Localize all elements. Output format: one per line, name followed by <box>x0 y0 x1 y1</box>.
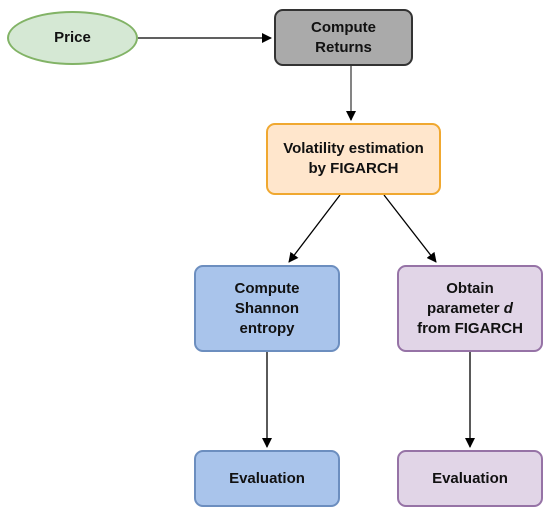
evaluation-right-node: Evaluation <box>397 450 543 507</box>
evaluation-left-label: Evaluation <box>229 469 305 487</box>
edge-volatility-to-shannon <box>288 194 341 263</box>
obtain-line2-prefix: parameter <box>427 299 504 317</box>
volatility-line1: Volatility estimation <box>283 140 424 157</box>
evaluation-left-node: Evaluation <box>194 450 340 507</box>
obtain-parameter-d-node: Obtain parameter d from FIGARCH <box>397 265 543 352</box>
price-label: Price <box>54 29 91 46</box>
shannon-entropy-node: Compute Shannon entropy <box>194 265 340 352</box>
obtain-line1: Obtain <box>446 279 494 297</box>
compute-returns-line2: Returns <box>315 38 372 56</box>
evaluation-right-label: Evaluation <box>432 469 508 487</box>
volatility-estimation-node: Volatility estimation by FIGARCH <box>266 123 441 195</box>
compute-returns-node: Compute Returns <box>274 9 413 66</box>
shannon-line1: Compute <box>234 279 300 297</box>
volatility-line2: by FIGARCH <box>308 160 399 177</box>
shannon-line2: Shannon <box>234 299 300 317</box>
edge-volatility-to-obtain-d <box>383 194 437 263</box>
compute-returns-line1: Compute <box>311 18 376 36</box>
shannon-line3: entropy <box>239 319 295 337</box>
obtain-line3: from FIGARCH <box>417 319 523 337</box>
obtain-line2-variable: d <box>503 299 513 317</box>
price-node: Price <box>7 11 138 65</box>
